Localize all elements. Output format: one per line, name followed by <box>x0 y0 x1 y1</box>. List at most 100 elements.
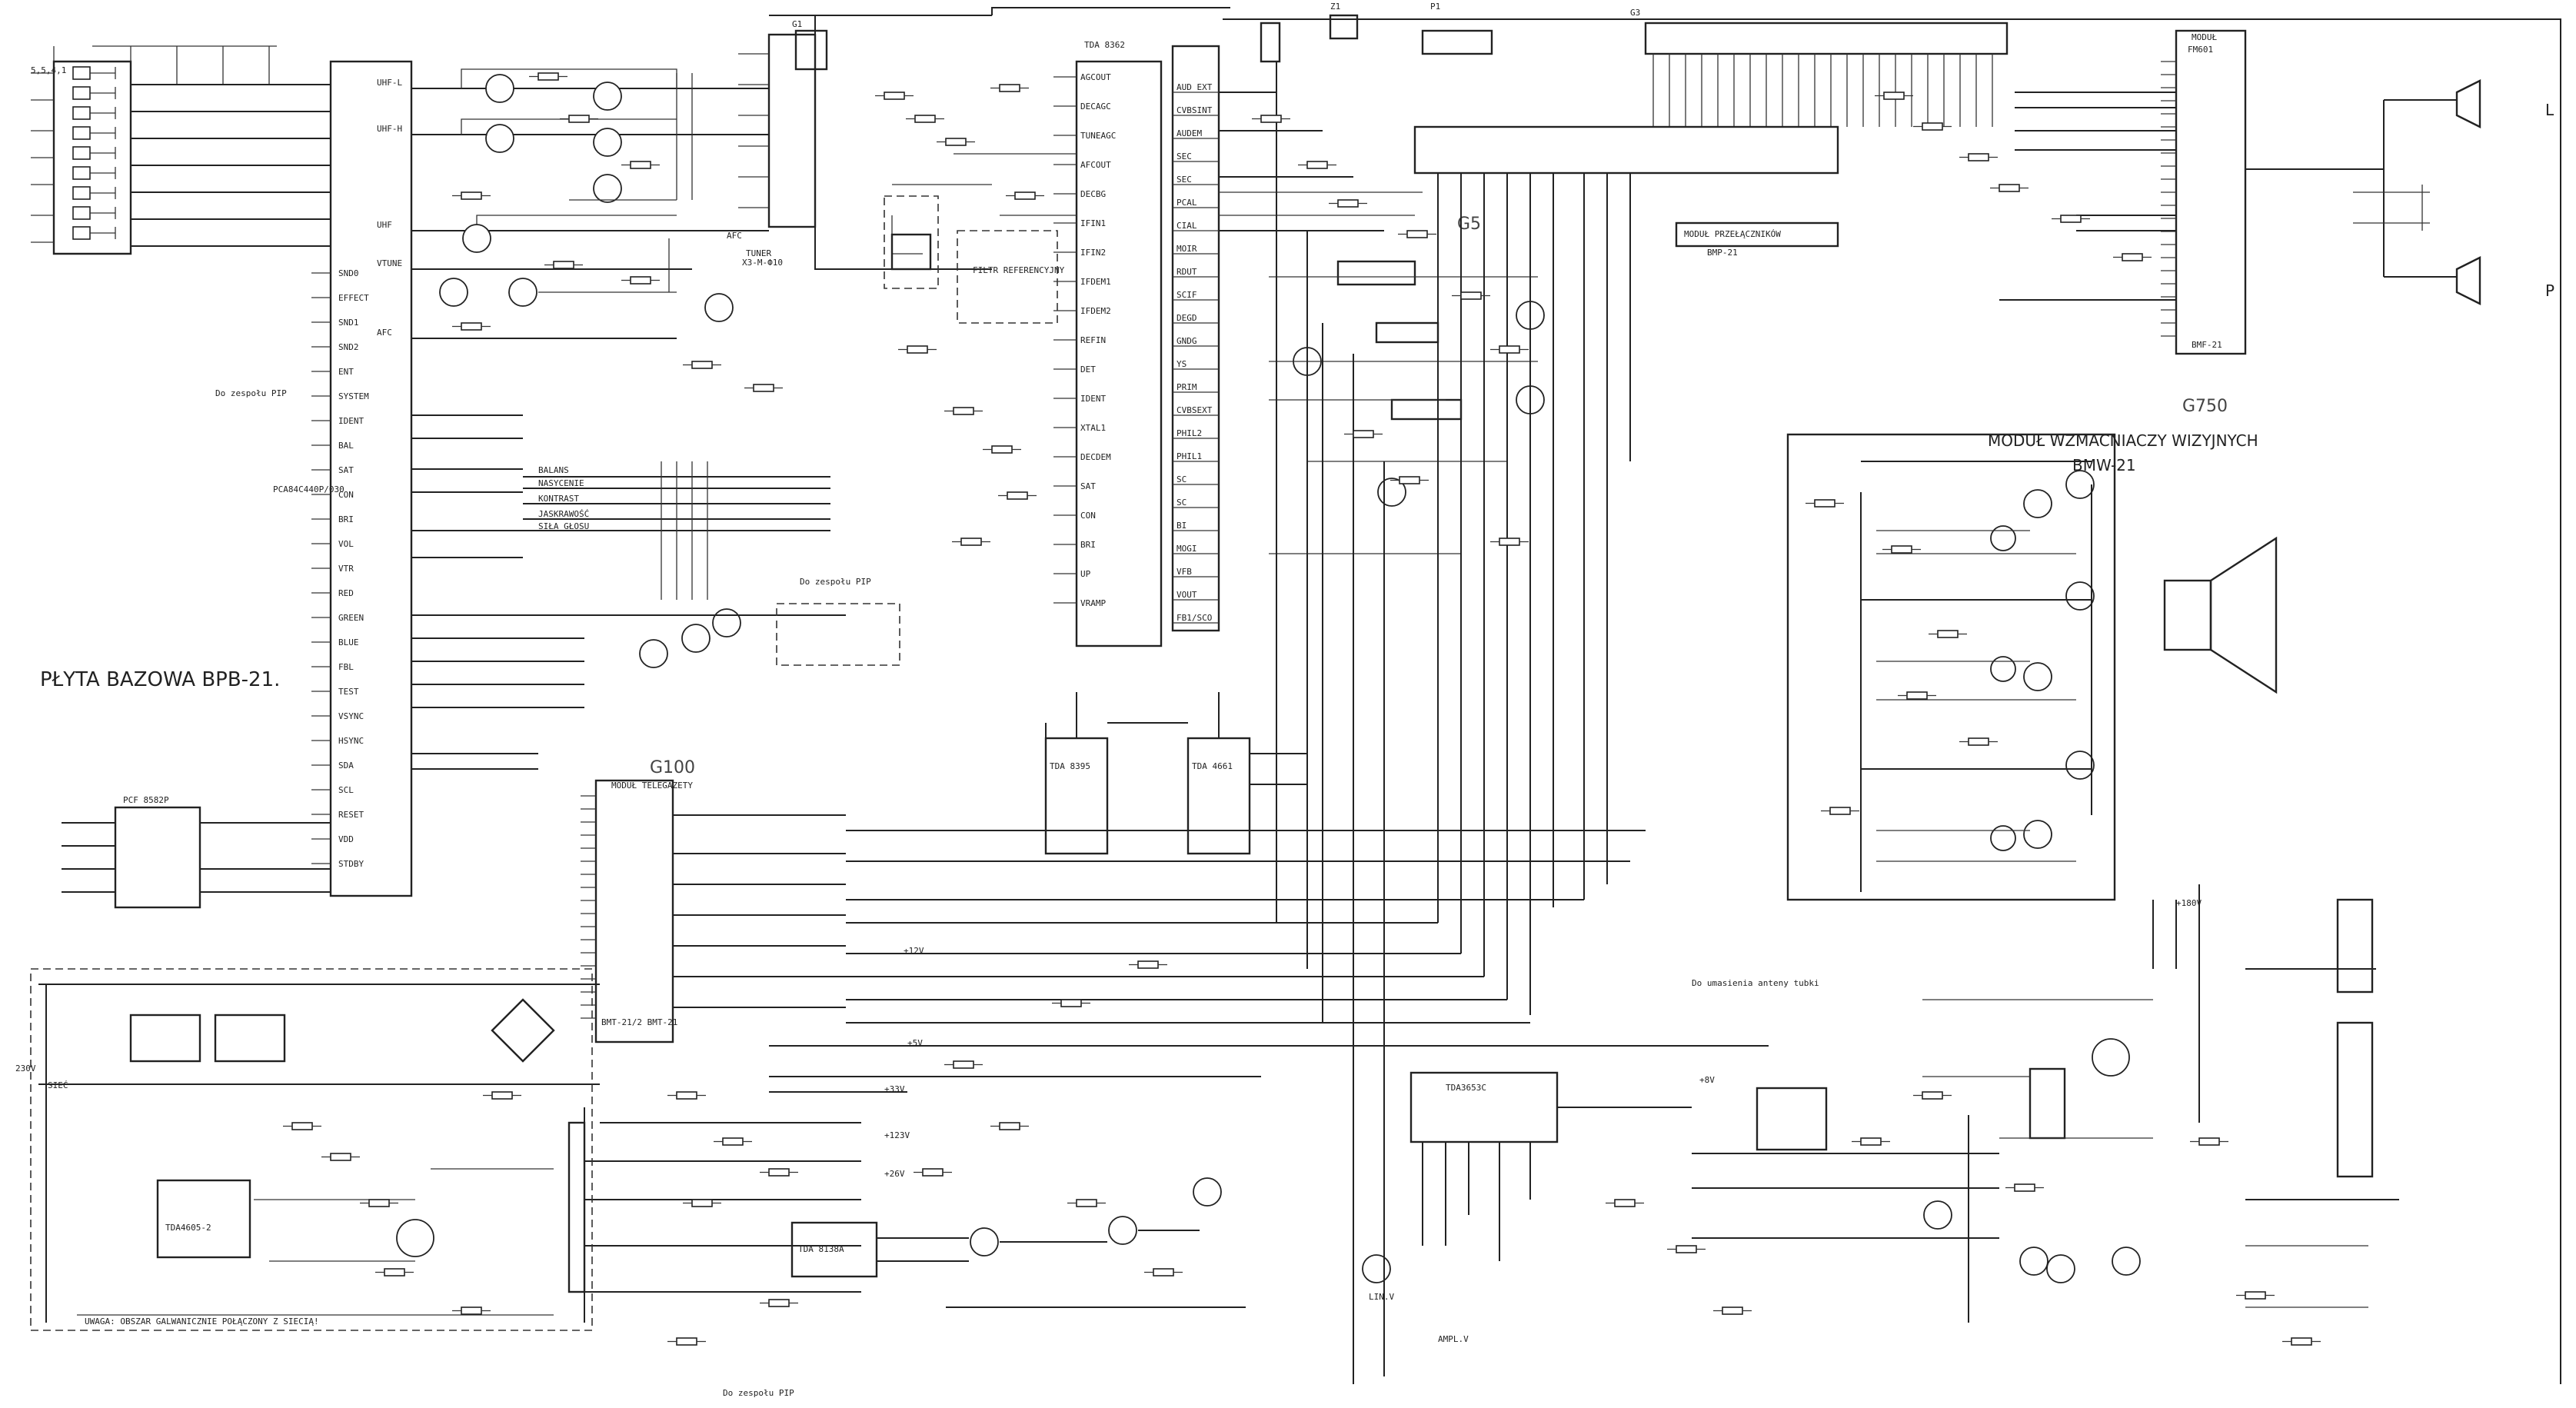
key-line <box>90 167 116 179</box>
resistor <box>1814 499 1835 508</box>
switch-module-name: MODUŁ PRZEŁĄCZNIKÓW <box>1684 229 1781 239</box>
ic-pin-label: GREEN <box>338 613 364 623</box>
pin-label: AUDEM <box>1177 128 1202 138</box>
pin-label: CIAL <box>1177 221 1197 231</box>
resistor <box>999 84 1020 92</box>
tuner-pin-label: VTUNE <box>377 258 402 268</box>
ic-pin-label: VTR <box>338 564 354 574</box>
resistor <box>914 115 936 123</box>
key-switch <box>72 126 91 140</box>
pin-label: GNDG <box>1177 336 1197 346</box>
ic-pin-label: DECBG <box>1080 189 1106 199</box>
teletext-code: BMT-21/2 BMT-21 <box>601 1017 677 1027</box>
resistor <box>461 322 482 331</box>
resistor <box>1499 345 1520 354</box>
resistor <box>291 1122 313 1130</box>
resistor <box>384 1268 405 1277</box>
ic-pin-label: IFIN2 <box>1080 248 1106 258</box>
resistor <box>722 1137 744 1146</box>
resistor <box>630 276 651 285</box>
resistor <box>1137 960 1159 969</box>
ic-pin-label: BRI <box>338 514 354 524</box>
ic-pin-label: RESET <box>338 810 364 820</box>
notes: Do zespołu PIP Do zespołu PIP Do zespołu… <box>215 388 1819 1398</box>
rgb-and-adjustment-section <box>411 414 900 770</box>
ic-label-u403: TDA 8395 <box>1050 761 1090 771</box>
video-processor-ic-u501: TDA 8362 AGCOUTDECAGCTUNEAGCAFCOUTDECBGI… <box>1053 40 1163 647</box>
pin-label: BI <box>1177 521 1186 531</box>
ic-pin-label: BRI <box>1080 540 1096 550</box>
ic-pin-label: ENT <box>338 367 354 377</box>
ic-pin-label: IFDEM1 <box>1080 277 1111 287</box>
note-pip-3: Do zespołu PIP <box>723 1388 794 1398</box>
ic-pin-label: CON <box>338 490 354 500</box>
resistor <box>1406 230 1428 238</box>
side-module-name: MODUŁ <box>2192 32 2217 42</box>
rail-8v: +8V <box>1699 1075 1715 1085</box>
ic-pin-label: VSYNC <box>338 711 364 721</box>
ic-pin-label: SND2 <box>338 342 359 352</box>
ic-pin-label: TUNEAGC <box>1080 131 1116 141</box>
side-module-fm601: MODUŁ FM601 BMF-21 G750 <box>1999 29 2247 416</box>
resistor <box>1007 491 1028 500</box>
key-switch <box>72 206 91 220</box>
ic-pin-label: DET <box>1080 364 1096 374</box>
power-supply: TDA4605-2 UWAGA: OBSZAR GALWANICZNIE POŁ… <box>15 968 861 1331</box>
reference-filter: FILTR REFERENCYJNY <box>884 153 1077 324</box>
resistor <box>461 1306 482 1315</box>
resistor <box>691 1199 713 1207</box>
lin-v-label: LIN.V <box>1369 1292 1394 1302</box>
amplifier-module-name: MODUŁ WZMACNIACZY WIZYJNYCH <box>1988 431 2258 450</box>
tda8362-right-side: AUD EXTCVBSINTAUDEMSECSECPCALCIALMOIRRDU… <box>1171 45 1384 632</box>
rail-33v: +33V <box>884 1084 905 1094</box>
ic-pin-label: IDENT <box>338 416 364 426</box>
resistor <box>553 261 574 269</box>
key-line <box>90 107 116 119</box>
rail-12v: +12V <box>904 946 924 956</box>
ic-pin-label: SDA <box>338 761 354 771</box>
key-switch <box>72 146 91 160</box>
resistor <box>368 1199 390 1207</box>
pin-label: SCIF <box>1177 290 1197 300</box>
signal-balans: BALANS <box>538 465 569 475</box>
ic-pin-label: REFIN <box>1080 335 1106 345</box>
mains-warning: UWAGA: OBSZAR GALWANICZNIE POŁĄCZONY Z S… <box>85 1316 319 1326</box>
resistor <box>676 1337 697 1346</box>
horizontal-output <box>1922 884 2399 1308</box>
pin-label: CVBSINT <box>1177 105 1213 115</box>
pin-label: VFB <box>1177 567 1192 577</box>
rail-123v: +123V <box>884 1130 910 1140</box>
connector-g1-label: G1 <box>792 19 802 29</box>
signal-labels: BALANS NASYCENIE KONTRAST JASKRAWOŚĆ SIŁ… <box>538 231 742 531</box>
side-module-footer: BMF-21 <box>2192 340 2222 350</box>
resistor <box>1922 1091 1943 1100</box>
resistor <box>1499 538 1520 546</box>
resistor <box>1937 630 1959 638</box>
resistor <box>1722 1306 1743 1315</box>
ic-pin-label: DECDEM <box>1080 452 1111 462</box>
ic-pin-label: VOL <box>338 539 354 549</box>
connector-g3-label: G3 <box>1630 8 1640 18</box>
resistor <box>1353 430 1374 438</box>
pin-label: YS <box>1177 359 1186 369</box>
resistor <box>691 361 713 369</box>
tuner-pin-label: AFC <box>377 328 392 338</box>
pin-label: PCAL <box>1177 198 1197 208</box>
resistor <box>537 72 559 81</box>
resistor <box>1968 153 1989 161</box>
note-pip-2: Do zespołu PIP <box>800 577 871 587</box>
connector-z1-label: Z1 <box>1330 2 1340 12</box>
tuner-pin-label: UHF-L <box>377 78 402 88</box>
resistor <box>1460 291 1482 300</box>
signal-jaskrawosc: JASKRAWOŚĆ <box>538 509 589 519</box>
resistor <box>461 191 482 200</box>
key-line <box>90 87 116 99</box>
resistor <box>953 1060 974 1069</box>
tuner-name: TUNER <box>746 248 771 258</box>
tuner-pin-label: UHF-H <box>377 124 402 134</box>
key-line <box>90 67 116 79</box>
key-line <box>90 127 116 139</box>
resistor <box>1153 1268 1174 1277</box>
ic-pin-label: BAL <box>338 441 354 451</box>
switch-module: MODUŁ PRZEŁĄCZNIKÓW BMP-21 G5 <box>1219 125 1839 1015</box>
